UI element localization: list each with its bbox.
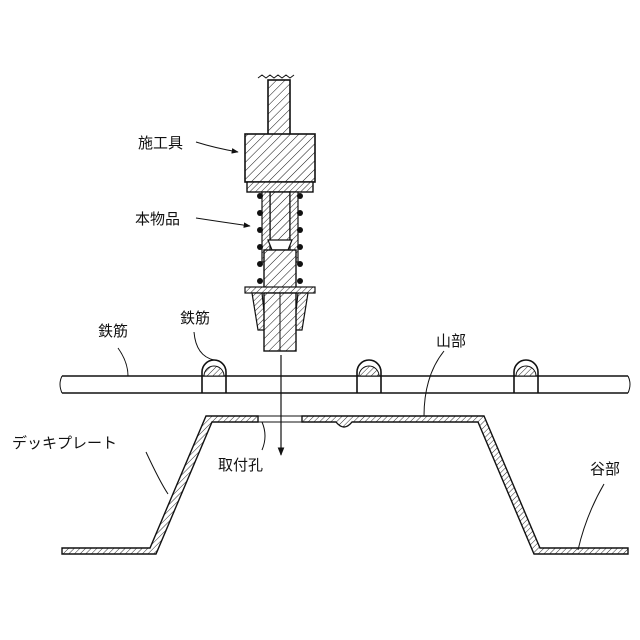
label-valley: 谷部 [590,460,620,478]
leader-tool [196,142,238,152]
deck-plate [62,416,628,554]
leader-peak [424,351,444,416]
rebar-hoop-1 [202,360,226,393]
label-rebar-left: 鉄筋 [98,322,128,340]
label-product: 本物品 [135,210,180,228]
leader-product [196,218,250,226]
label-rebar-mid: 鉄筋 [180,309,210,327]
leader-deck-plate [146,452,168,494]
label-peak: 山部 [436,332,466,350]
leader-rebar-mid [194,332,214,360]
leader-valley [578,484,604,550]
label-mount-hole: 取付孔 [218,456,263,474]
rebar-bar [60,376,630,393]
label-deck-plate: デッキプレート [12,434,117,452]
rebar-hoop-3 [514,360,538,393]
leader-mount-hole [262,422,265,450]
rebar-hoop-2 [357,360,381,393]
construction-tool [245,75,315,182]
leader-rebar-left [118,348,128,376]
label-tool: 施工具 [138,134,183,152]
anchor-product [245,182,315,351]
